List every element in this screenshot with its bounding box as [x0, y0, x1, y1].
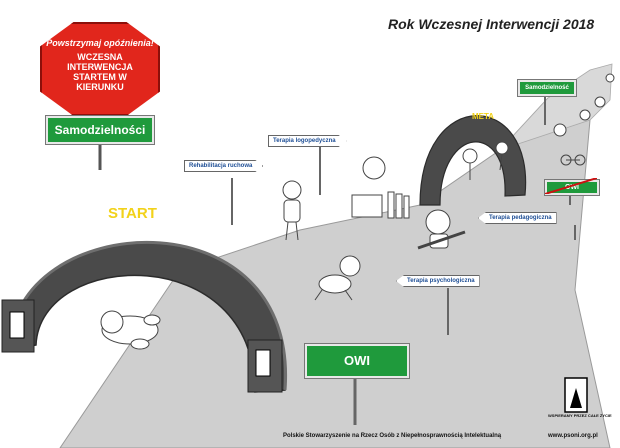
- baby-lying-icon: [100, 310, 161, 350]
- child-with-books-icon: [351, 156, 410, 219]
- stop-sign: Powstrzymaj opóźnienia! WCZESNA INTERWEN…: [40, 22, 160, 116]
- start-left-logo-icon: [9, 311, 25, 339]
- start-right-logo-icon: [255, 349, 271, 377]
- toddler-standing-icon: [282, 180, 302, 241]
- rehabilitacja-sign: Rehabilitacja ruchowa: [184, 160, 263, 172]
- child-crawling-icon: [314, 255, 361, 301]
- meta-label: META: [472, 112, 495, 121]
- psychologiczna-sign: Terapia psychologiczna: [396, 275, 480, 287]
- start-label: START: [108, 205, 157, 222]
- logo-caption: WSPIERAMY PRZEZ CAŁE ŻYCIE: [548, 413, 612, 418]
- start-arch-top: [8, 241, 287, 391]
- owi-crossed-sign: OWI: [545, 180, 599, 195]
- owi-bottom-sign: OWI: [305, 344, 409, 378]
- page-title: Rok Wczesnej Interwencji 2018: [388, 16, 595, 32]
- footer-url: www.psoni.org.pl: [548, 433, 598, 439]
- running-children-icon: [462, 73, 615, 180]
- stop-sign-line2: WCZESNA INTERWENCJA STARTEM W KIERUNKU: [67, 52, 133, 92]
- road-far: [499, 63, 613, 151]
- footer-organization: Polskie Stowarzyszenie na Rzecz Osób z N…: [283, 433, 502, 439]
- stop-sign-line1: Powstrzymaj opóźnienia!: [46, 38, 154, 48]
- bicycle-icon: [560, 154, 586, 166]
- crossed-out-icon: [545, 178, 597, 194]
- owi-crossed-label: OWI: [565, 184, 579, 191]
- logopedyczna-sign: Terapia logopedyczna: [268, 135, 347, 147]
- meta-arch: [419, 115, 527, 206]
- pedagogiczna-sign: Terapia pedagogiczna: [478, 212, 557, 224]
- child-with-pencil-icon: [417, 209, 466, 250]
- samodzielnosci-sign: Samodzielności: [46, 116, 154, 144]
- samodzielnosc-small-sign: Samodzielność: [518, 80, 576, 96]
